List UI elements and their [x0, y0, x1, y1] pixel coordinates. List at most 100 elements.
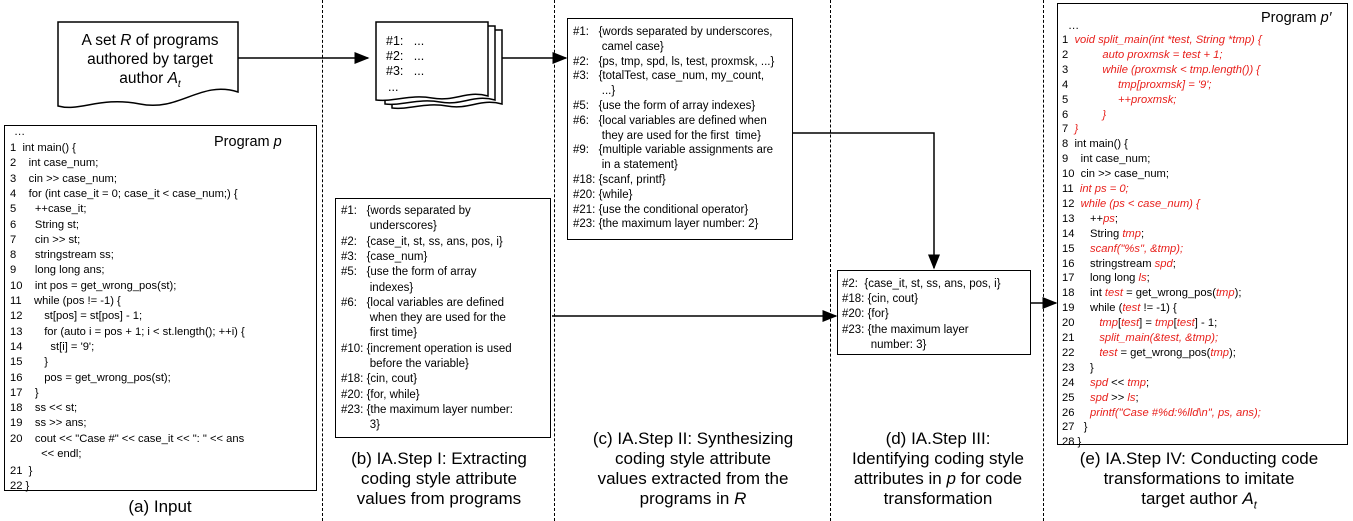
attribute-row: #21: {use the conditional operator}: [573, 203, 749, 216]
code-line: 11 int ps = 0;: [1062, 183, 1129, 197]
highlighted-code: ls: [1127, 391, 1136, 404]
code-line: 4 tmp[proxmsk] = '9';: [1062, 79, 1211, 93]
code-line: 4 for (int case_it = 0; case_it < case_n…: [10, 187, 238, 200]
code-line: 26 printf("Case #%d:%lld\n", ps, ans);: [1062, 407, 1261, 421]
code-line: 16 stringstream spd;: [1062, 258, 1176, 272]
caption-e: (e) IA.Step IV: Conducting code transfor…: [1079, 449, 1319, 512]
code-line: 21 split_main(&test, &tmp);: [1062, 332, 1218, 346]
code-line: 9 int case_num;: [1062, 153, 1150, 167]
caption-c: (c) IA.Step II: Synthesizing coding styl…: [592, 429, 794, 508]
attribute-row: #2: {case_it, st, ss, ans, pos, i}: [341, 235, 503, 248]
code-text: 27 }: [1062, 421, 1088, 434]
highlighted-code: while (proxmsk < tmp.length()) {: [1074, 63, 1261, 76]
code-text: 26: [1062, 406, 1090, 419]
separator-4: [1043, 0, 1044, 521]
attribute-row: number: 3}: [842, 338, 927, 351]
code-text: 25: [1062, 391, 1090, 404]
code-line: 18 ss << st;: [10, 402, 78, 415]
program-p-prime-box: [1057, 3, 1348, 445]
code-line: 1 int main() {: [10, 142, 76, 154]
code-text: 19 while (: [1062, 302, 1123, 315]
code-text: );: [1234, 287, 1242, 300]
attribute-row: #5: {use the form of array indexes}: [573, 100, 756, 112]
code-text: 9 int case_num;: [1062, 153, 1151, 166]
code-text: [: [1117, 317, 1122, 330]
code-text: 8 int main() {: [1062, 138, 1128, 151]
code-text: = get_wrong_pos(: [1122, 287, 1216, 300]
code-line: 10 int pos = get_wrong_pos(st);: [10, 279, 177, 292]
code-text: ] - 1;: [1194, 317, 1218, 330]
code-text: 20: [1062, 317, 1100, 330]
code-text: ;: [1135, 391, 1139, 404]
separator-3: [830, 0, 831, 521]
attribute-row: #5: {use the form of array: [341, 266, 477, 279]
attribute-row: #23: {the maximum layer: [842, 323, 969, 336]
program-p-prime-title: Program p′: [1261, 10, 1332, 26]
attribute-row: #20: {for, while}: [341, 388, 420, 401]
attribute-row: #23: {the maximum layer number:: [341, 403, 513, 416]
code-line: 9 long long ans;: [10, 264, 105, 277]
highlighted-code: tmp: [1210, 346, 1229, 359]
code-line: 18 int test = get_wrong_pos(tmp);: [1062, 287, 1241, 301]
code-text: 1: [1062, 34, 1075, 46]
attribute-row: #10: {increment operation is used: [341, 342, 512, 355]
input-set-label: A set R of programs authored by target a…: [81, 32, 219, 91]
attribute-row: #18: {cin, cout}: [341, 373, 418, 386]
highlighted-code: tmp: [1127, 376, 1146, 389]
highlighted-code: test: [1176, 317, 1195, 330]
code-line: 13 ++ps;: [1062, 213, 1118, 227]
code-line: 10 cin >> case_num;: [1062, 168, 1169, 182]
code-line: 22 }: [10, 480, 30, 493]
highlighted-code: ls: [1138, 272, 1147, 285]
highlighted-code: test: [1121, 317, 1140, 330]
code-line: 17 long long ls;: [1062, 272, 1150, 286]
code-line: 16 pos = get_wrong_pos(st);: [10, 371, 171, 384]
code-text: ;: [1172, 257, 1176, 270]
code-line: 3 while (proxmsk < tmp.length()) {: [1062, 64, 1260, 78]
attribute-row: #18: {scanf, printf}: [573, 174, 666, 186]
code-line: 28 }: [1062, 436, 1081, 450]
code-text: ;: [1114, 212, 1118, 225]
stacked-doc-1: [375, 21, 489, 102]
arrow-step2-to-step3: [793, 132, 940, 270]
highlighted-code: auto proxmsk = test + 1;: [1074, 48, 1223, 61]
code-text: 6: [1062, 108, 1075, 121]
separator-2: [554, 0, 555, 521]
code-text: 15: [1062, 242, 1090, 255]
code-line: 14 st[i] = '9';: [10, 340, 95, 353]
attribute-row: ...}: [573, 85, 616, 98]
attribute-row: underscores}: [341, 220, 437, 233]
code-line: 17 }: [10, 386, 39, 399]
highlighted-code: spd: [1090, 391, 1109, 404]
code-line: 7 }: [1062, 123, 1078, 137]
code-text: 17 long long: [1062, 272, 1139, 285]
code-text: = get_wrong_pos(: [1117, 346, 1211, 359]
code-line: 25 spd >> ls;: [1062, 392, 1139, 406]
code-text: ;: [1146, 272, 1150, 285]
attribute-row: 3}: [341, 419, 380, 432]
code-text: != -1) {: [1140, 302, 1177, 315]
highlighted-code: spd: [1090, 376, 1109, 389]
caption-a: (a) Input: [128, 497, 192, 516]
attribute-row: #2: {ps, tmp, spd, ls, test, proxmsk, ..…: [573, 55, 775, 68]
code-line: 8 int main() {: [1062, 138, 1128, 152]
highlighted-code: test: [1104, 287, 1123, 300]
code-line: 19 while (test != -1) {: [1062, 302, 1177, 316]
code-text: ;: [1146, 376, 1150, 389]
attribute-row: first time}: [341, 327, 418, 340]
code-text: 2: [1062, 48, 1075, 61]
code-line: 12 st[pos] = st[pos] - 1;: [10, 310, 143, 323]
separator-1: [322, 0, 323, 521]
highlighted-code: void split_main(int *test, String *tmp) …: [1074, 34, 1262, 46]
code-line: 27 }: [1062, 421, 1088, 435]
code-text: 16 stringstream: [1062, 257, 1155, 270]
code-text: 14 String: [1062, 227, 1123, 240]
highlighted-code: int ps = 0;: [1079, 183, 1129, 195]
highlighted-code: scanf("%s", &tmp);: [1090, 242, 1184, 255]
code-line: 20 cout << "Case #" << case_it << ": " <…: [10, 432, 245, 445]
attribute-row: #20: {for}: [842, 308, 889, 321]
highlighted-code: test: [1122, 302, 1141, 315]
attribute-row: #20: {while}: [573, 188, 633, 201]
attribute-row: they are used for the first time}: [573, 129, 761, 142]
code-line: 11 while (pos != -1) {: [10, 295, 121, 307]
